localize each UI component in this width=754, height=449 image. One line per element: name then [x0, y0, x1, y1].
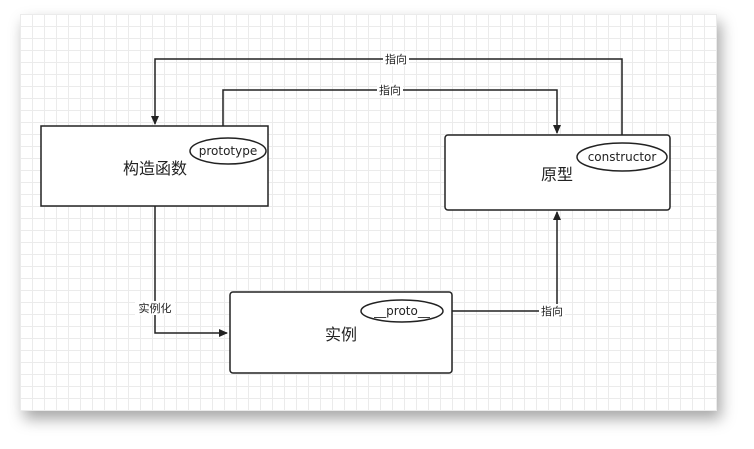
- oval-proto-property[interactable]: __proto__: [360, 299, 444, 323]
- oval-label-proto: __proto__: [373, 304, 431, 318]
- edge-prototype-to-prototype-object: 指向: [222, 83, 561, 142]
- node-label-instance: 实例: [325, 325, 357, 344]
- oval-constructor-property[interactable]: constructor: [576, 142, 668, 172]
- edge-constructor-to-instance: 实例化: [135, 206, 228, 337]
- node-label-constructor-function: 构造函数: [123, 159, 187, 178]
- oval-label-prototype: prototype: [199, 144, 257, 158]
- edge-label-prototype-to-proto: 指向: [379, 83, 401, 97]
- edge-constructor-to-constructor-function: 指向: [151, 52, 623, 140]
- edge-label-proto-to-prototype: 指向: [541, 304, 563, 318]
- oval-label-constructor: constructor: [588, 150, 657, 164]
- edge-proto-to-prototype-object: 指向: [443, 211, 565, 318]
- diagram-canvas: [20, 14, 717, 411]
- edge-label-constructor-to-ctor: 指向: [385, 52, 407, 66]
- edge-label-instantiate: 实例化: [139, 301, 172, 315]
- node-label-prototype-object: 原型: [541, 165, 573, 184]
- oval-prototype-property[interactable]: prototype: [189, 137, 267, 165]
